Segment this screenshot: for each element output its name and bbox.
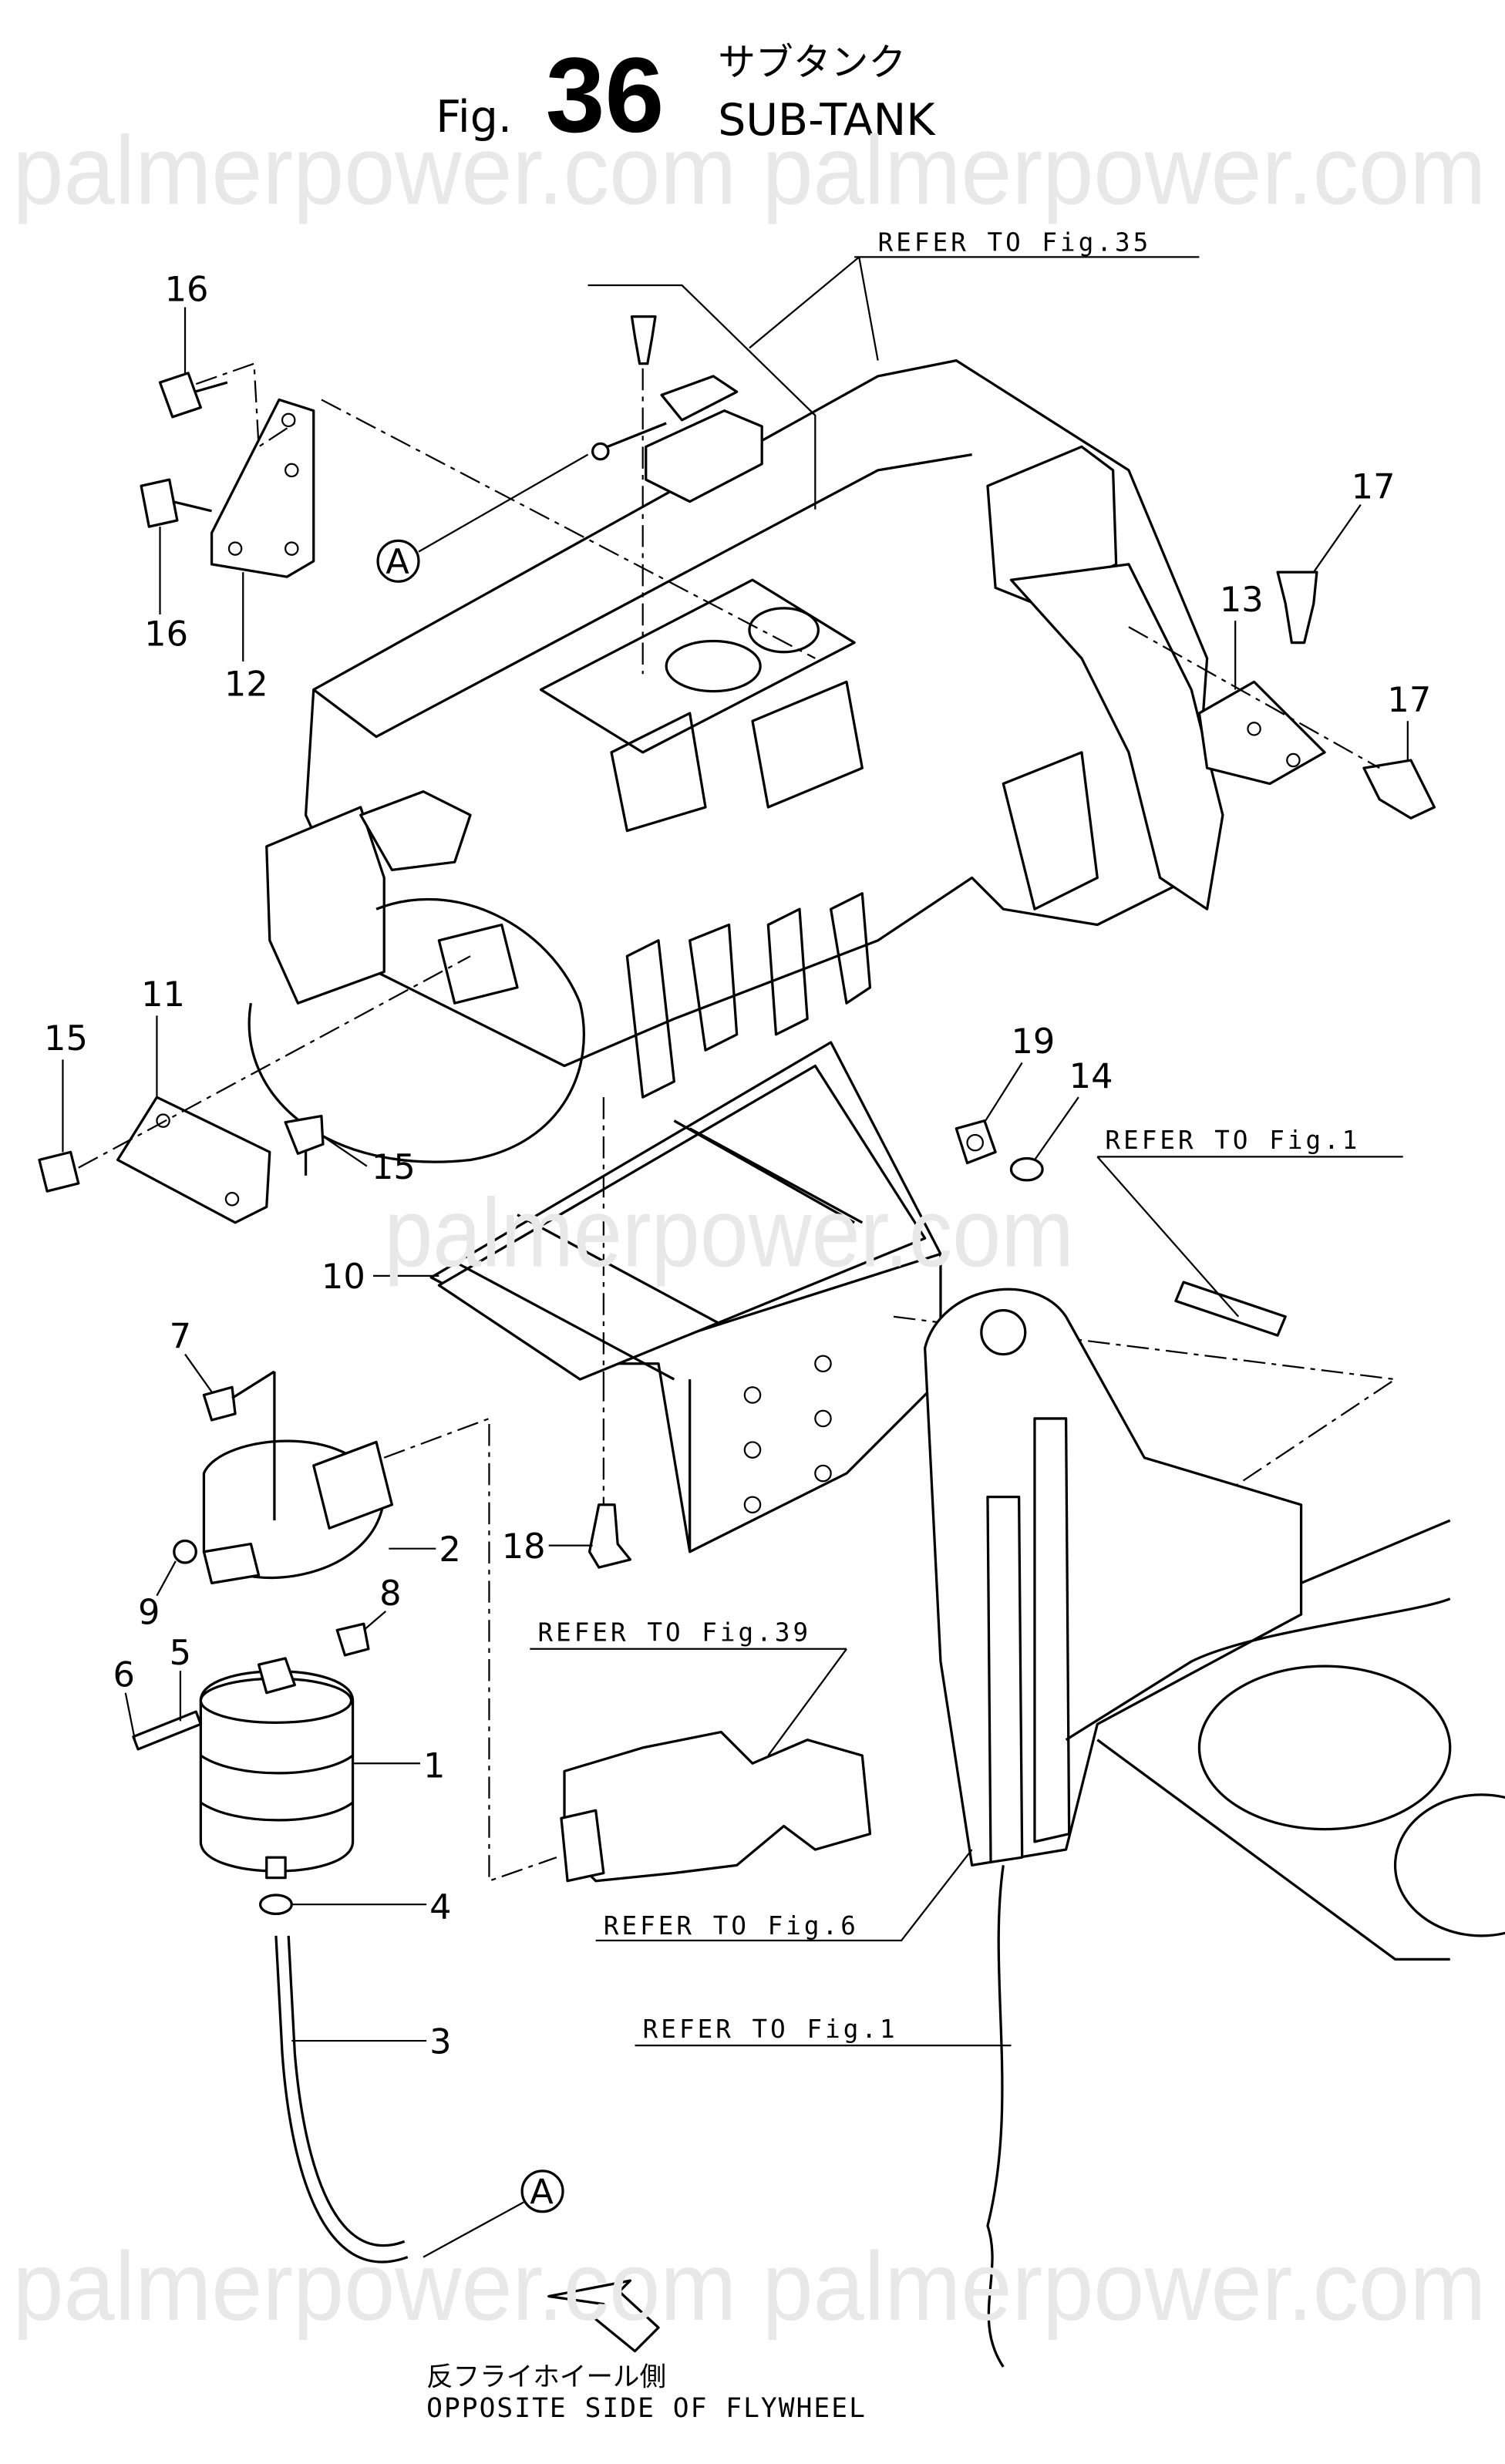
connector-a-upper: A: [376, 453, 589, 583]
callout-1: 1: [423, 1745, 445, 1786]
callout-14: 14: [1069, 1055, 1113, 1096]
callout-17-upper: 17: [1352, 466, 1396, 507]
fig-number: 36: [546, 36, 665, 155]
callout-11: 11: [141, 974, 185, 1015]
nut-9: [173, 1539, 197, 1564]
callout-13: 13: [1220, 579, 1264, 620]
gear-case: [924, 1288, 1505, 2368]
bolt-8: [335, 1622, 370, 1657]
svg-text:A: A: [386, 541, 409, 582]
ref-fig1-lower: REFER TO Fig.1: [635, 2015, 1012, 2047]
callout-10: 10: [322, 1256, 365, 1297]
bolt-16-upper: [158, 372, 228, 419]
washer-14: [1009, 1156, 1044, 1182]
watermark-bottom: palmerpower.com palmerpower.com: [12, 2232, 1486, 2341]
ref-fig35: REFER TO Fig.35: [588, 227, 1200, 510]
water-pipe-ref39: [560, 1730, 872, 1883]
bolt-15-right: [284, 1114, 325, 1176]
callout-16-upper: 16: [165, 268, 209, 309]
cylinder-head-cover: [247, 358, 1209, 1163]
bolt-16-lower: [140, 478, 212, 528]
connector-a-lower: A: [423, 2169, 564, 2258]
callout-3: 3: [429, 2021, 451, 2062]
bolt-7: [202, 1370, 275, 1422]
callout-15-right: 15: [372, 1146, 416, 1187]
callout-4: 4: [429, 1886, 451, 1927]
callout-2: 2: [439, 1529, 460, 1570]
bracket-13: [1197, 680, 1326, 786]
direction-label-en: OPPOSITE SIDE OF FLYWHEEL: [426, 2393, 867, 2424]
bracket-11: [116, 1096, 271, 1224]
ref-fig1-upper: REFER TO Fig.1: [1096, 1126, 1403, 1318]
callouts: 1 2 3 4 5 6 7 8 9 10 11 12 13 14 15 15 1…: [44, 268, 1431, 2062]
callout-5: 5: [170, 1632, 191, 1673]
hose-3: [274, 1935, 409, 2264]
callout-12: 12: [224, 664, 268, 705]
svg-text:REFER TO Fig.35: REFER TO Fig.35: [878, 227, 1152, 257]
callout-9: 9: [138, 1591, 160, 1632]
callout-16-lower: 16: [144, 614, 188, 655]
bolt-18: [588, 1503, 632, 1569]
bolt-17-lower: [1362, 759, 1436, 820]
callout-15-left: 15: [44, 1018, 88, 1059]
callout-8: 8: [379, 1573, 401, 1614]
nut-19: [955, 1119, 997, 1165]
callout-6: 6: [113, 1654, 135, 1695]
band-2: [202, 1371, 394, 1585]
watermark-middle: palmerpower.com: [384, 1179, 1074, 1288]
svg-text:REFER TO Fig.6: REFER TO Fig.6: [604, 1911, 859, 1941]
fig-prefix: Fig.: [436, 92, 512, 143]
direction-label-jp: 反フライホイール側: [426, 2361, 666, 2392]
direction-arrow-icon: [547, 2279, 660, 2353]
svg-text:REFER TO Fig.39: REFER TO Fig.39: [537, 1618, 811, 1648]
svg-text:A: A: [530, 2172, 554, 2213]
svg-text:REFER TO Fig.1: REFER TO Fig.1: [1105, 1126, 1360, 1155]
bolt-15-left: [38, 1150, 80, 1193]
sub-tank-1: [199, 1657, 355, 1880]
title-en: SUB-TANK: [718, 95, 936, 146]
callout-19: 19: [1011, 1021, 1055, 1062]
ref-fig6: REFER TO Fig.6: [595, 1849, 973, 1942]
watermark-top: palmerpower.com palmerpower.com: [12, 116, 1486, 224]
ref-fig39: REFER TO Fig.39: [530, 1618, 847, 1756]
water-outlet: [591, 315, 763, 675]
bracket-12: [210, 398, 315, 578]
title-jp: サブタンク: [718, 41, 906, 85]
bolt-17-upper: [1276, 571, 1318, 645]
callout-17-lower: 17: [1387, 679, 1431, 720]
pipe-6: [132, 1710, 202, 1751]
clip-4: [258, 1893, 293, 1916]
svg-text:REFER TO Fig.1: REFER TO Fig.1: [643, 2015, 898, 2044]
callout-18: 18: [502, 1526, 546, 1567]
tank-support-10: [429, 1041, 942, 1553]
callout-7: 7: [170, 1315, 191, 1356]
